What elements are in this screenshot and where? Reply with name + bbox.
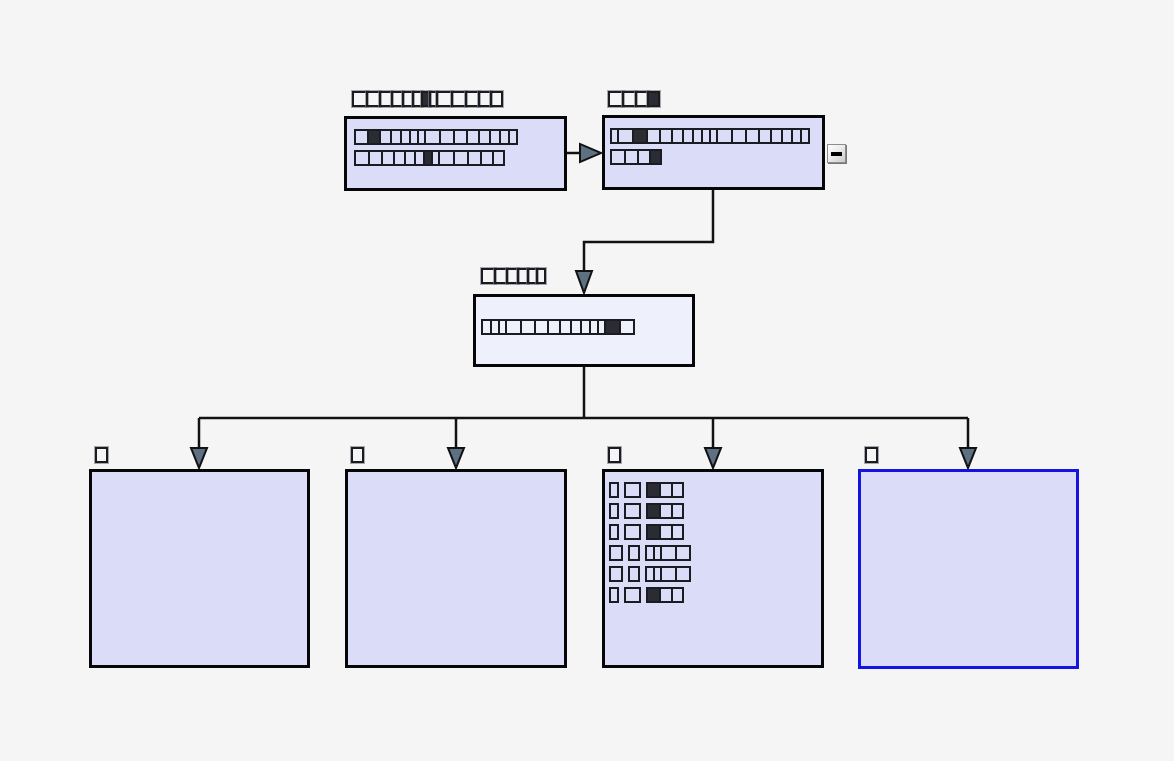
- node-top-left[interactable]: [344, 116, 567, 191]
- node-label-leaf-4: [865, 447, 878, 463]
- node-text-line: [354, 150, 558, 166]
- node-text-line: [610, 128, 818, 144]
- collapse-button[interactable]: [827, 144, 846, 163]
- node-label-leaf-2: [351, 447, 364, 463]
- node-text-line: [354, 129, 558, 145]
- node-text-line: [609, 545, 817, 561]
- node-text-line: [609, 482, 817, 498]
- node-top-right[interactable]: [602, 115, 825, 190]
- node-leaf-4-selected[interactable]: [858, 469, 1079, 669]
- node-label-leaf-1: [95, 447, 108, 463]
- node-label-top-left: [352, 91, 503, 107]
- arrow-down-icon: [574, 270, 594, 296]
- node-leaf-2[interactable]: [345, 469, 567, 668]
- node-text-line: [609, 566, 817, 582]
- arrow-down-icon: [189, 447, 209, 471]
- node-label-leaf-3: [608, 447, 621, 463]
- node-text-line: [609, 503, 817, 519]
- arrow-down-icon: [703, 447, 723, 471]
- node-text-line: [609, 524, 817, 540]
- arrow-right-icon: [579, 142, 604, 164]
- node-text-line: [610, 149, 818, 165]
- minus-icon: [831, 151, 842, 156]
- node-label-middle: [481, 268, 546, 284]
- arrow-down-icon: [446, 447, 466, 471]
- edge-topright-middle: [582, 190, 715, 272]
- node-text-line: [609, 587, 817, 603]
- node-label-top-right: [608, 91, 660, 107]
- node-text-line: [481, 319, 688, 335]
- node-leaf-1[interactable]: [89, 469, 310, 668]
- node-leaf-3[interactable]: [602, 469, 824, 668]
- node-middle[interactable]: [473, 294, 695, 367]
- arrow-down-icon: [958, 447, 978, 471]
- edge-middle-fanout: [197, 367, 970, 449]
